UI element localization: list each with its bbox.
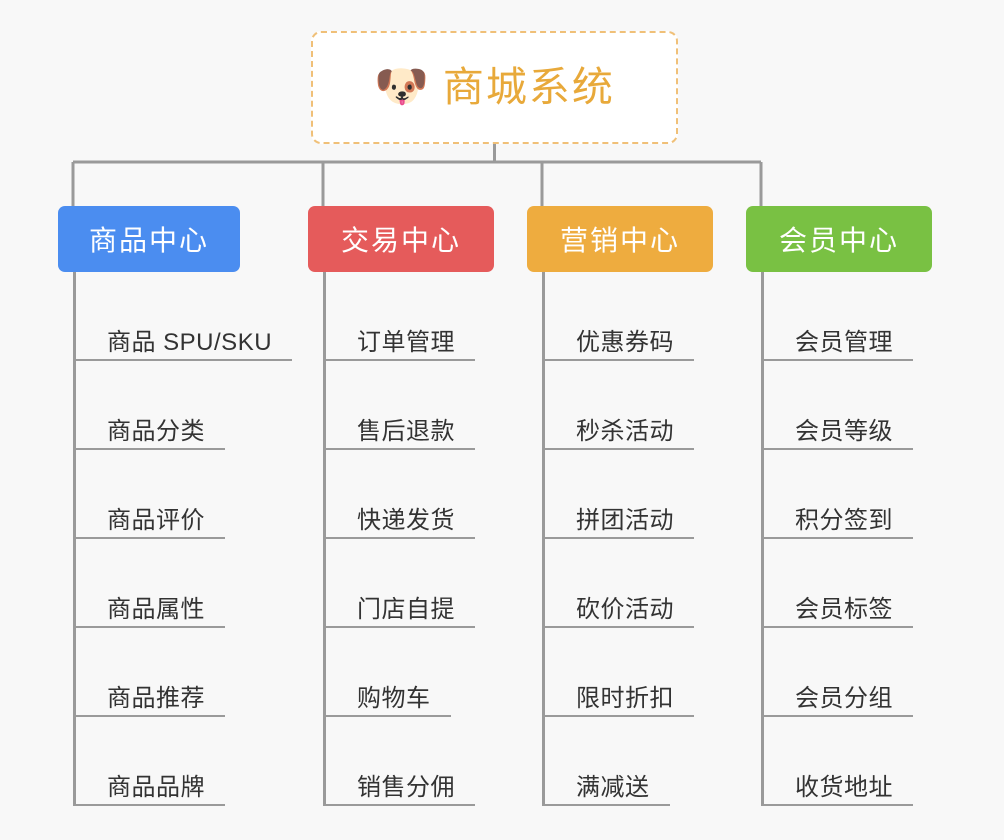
leaf-item[interactable]: 商品属性 — [73, 539, 272, 628]
branch-header-label: 交易中心 — [340, 225, 461, 256]
leaf-label: 商品评价 — [107, 507, 205, 534]
leaf-underline — [73, 448, 225, 450]
leaf-underline — [323, 448, 475, 450]
branch-spine-member-center — [761, 272, 764, 806]
leaf-label: 满减送 — [576, 774, 650, 801]
leaf-list-marketing-center: 优惠券码秒杀活动拼团活动砍价活动限时折扣满减送 — [542, 272, 694, 806]
branch-header-product-center[interactable]: 商品中心 — [58, 206, 240, 272]
branch-header-member-center[interactable]: 会员中心 — [746, 206, 932, 272]
leaf-item[interactable]: 拼团活动 — [542, 450, 694, 539]
leaf-item[interactable]: 砍价活动 — [542, 539, 694, 628]
leaf-label: 商品推荐 — [107, 685, 205, 712]
leaf-underline — [761, 448, 913, 450]
leaf-item[interactable]: 满减送 — [542, 717, 674, 806]
leaf-underline — [323, 715, 451, 717]
leaf-underline — [542, 715, 694, 717]
leaf-label: 会员分组 — [795, 685, 893, 712]
leaf-item[interactable]: 优惠券码 — [542, 272, 694, 361]
leaf-item[interactable]: 商品分类 — [73, 361, 272, 450]
leaf-item[interactable]: 会员分组 — [761, 628, 913, 717]
leaf-label: 快递发货 — [357, 507, 455, 534]
leaf-underline — [73, 715, 225, 717]
leaf-underline — [761, 537, 913, 539]
leaf-item[interactable]: 收货地址 — [761, 717, 913, 806]
leaf-item[interactable]: 快递发货 — [323, 450, 475, 539]
leaf-item[interactable]: 秒杀活动 — [542, 361, 694, 450]
leaf-label: 会员标签 — [795, 596, 893, 623]
root-title: 商城系统 — [442, 64, 615, 110]
leaf-label: 商品品牌 — [107, 774, 205, 801]
leaf-label: 销售分佣 — [357, 774, 455, 801]
root-node[interactable]: 🐶 商城系统 — [311, 31, 678, 144]
leaf-item[interactable]: 限时折扣 — [542, 628, 694, 717]
branch-spine-trade-center — [323, 272, 326, 806]
leaf-list-product-center: 商品 SPU/SKU 商品分类商品评价商品属性商品推荐商品品牌 — [73, 272, 293, 806]
leaf-label: 购物车 — [357, 685, 431, 712]
leaf-list-member-center: 会员管理会员等级积分签到会员标签会员分组收货地址 — [761, 272, 913, 806]
leaf-label: 会员管理 — [795, 329, 893, 356]
leaf-underline — [73, 626, 225, 628]
leaf-label: 订单管理 — [357, 329, 455, 356]
leaf-item[interactable]: 商品评价 — [73, 450, 272, 539]
leaf-underline — [542, 804, 670, 806]
leaf-label: 商品 SPU/SKU — [107, 329, 273, 356]
leaf-label: 商品属性 — [107, 596, 205, 623]
leaf-label: 门店自提 — [357, 596, 455, 623]
leaf-item[interactable]: 门店自提 — [323, 539, 475, 628]
leaf-label: 商品分类 — [107, 418, 205, 445]
leaf-label: 秒杀活动 — [576, 418, 674, 445]
dog-face-icon: 🐶 — [374, 61, 429, 111]
leaf-item[interactable]: 商品品牌 — [73, 717, 272, 806]
leaf-underline — [323, 359, 475, 361]
leaf-underline — [73, 359, 293, 361]
leaf-item[interactable]: 积分签到 — [761, 450, 913, 539]
leaf-item[interactable]: 商品 SPU/SKU — [73, 272, 293, 361]
leaf-underline — [761, 715, 913, 717]
branch-header-label: 商品中心 — [88, 225, 209, 256]
leaf-label: 砍价活动 — [576, 596, 674, 623]
branch-spine-product-center — [73, 272, 76, 806]
leaf-underline — [542, 626, 694, 628]
leaf-item[interactable]: 会员等级 — [761, 361, 913, 450]
leaf-item[interactable]: 销售分佣 — [323, 717, 475, 806]
leaf-underline — [761, 804, 913, 806]
leaf-label: 限时折扣 — [576, 685, 674, 712]
branch-header-label: 营销中心 — [559, 225, 680, 256]
leaf-underline — [542, 359, 694, 361]
leaf-underline — [323, 804, 475, 806]
leaf-label: 优惠券码 — [576, 329, 674, 356]
leaf-item[interactable]: 售后退款 — [323, 361, 475, 450]
leaf-underline — [73, 537, 225, 539]
leaf-item[interactable]: 购物车 — [323, 628, 455, 717]
leaf-item[interactable]: 订单管理 — [323, 272, 475, 361]
branch-header-trade-center[interactable]: 交易中心 — [308, 206, 494, 272]
leaf-item[interactable]: 会员管理 — [761, 272, 913, 361]
leaf-underline — [73, 804, 225, 806]
branch-spine-marketing-center — [542, 272, 545, 806]
leaf-underline — [542, 448, 694, 450]
leaf-underline — [323, 537, 475, 539]
branch-header-label: 会员中心 — [778, 225, 899, 256]
leaf-label: 收货地址 — [795, 774, 893, 801]
leaf-item[interactable]: 会员标签 — [761, 539, 913, 628]
leaf-label: 售后退款 — [357, 418, 455, 445]
leaf-underline — [542, 537, 694, 539]
leaf-underline — [761, 626, 913, 628]
leaf-label: 会员等级 — [795, 418, 893, 445]
leaf-underline — [323, 626, 475, 628]
branch-header-marketing-center[interactable]: 营销中心 — [527, 206, 713, 272]
leaf-item[interactable]: 商品推荐 — [73, 628, 272, 717]
leaf-label: 积分签到 — [795, 507, 893, 534]
leaf-underline — [761, 359, 913, 361]
leaf-list-trade-center: 订单管理售后退款快递发货门店自提购物车销售分佣 — [323, 272, 475, 806]
leaf-label: 拼团活动 — [576, 507, 674, 534]
